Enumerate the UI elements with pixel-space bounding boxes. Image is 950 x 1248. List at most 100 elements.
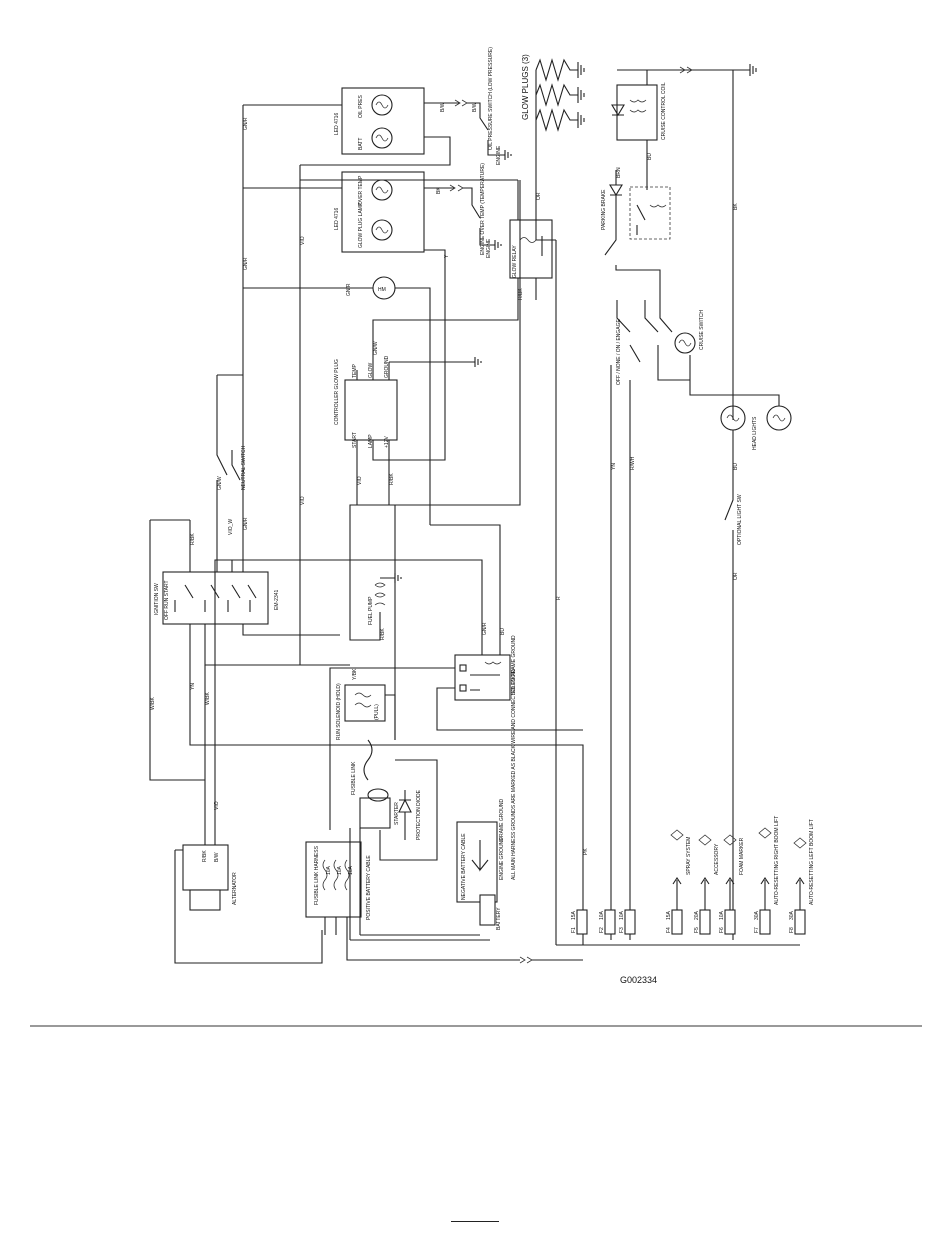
- engine-label-2: ENGINE: [486, 238, 492, 258]
- battery: NEGATIVE BATTERY CABLE ENGINE GROUND FRA…: [350, 635, 517, 941]
- starter-label: STARTER: [394, 802, 400, 825]
- cruise-control-coil-label: CRUISE CONTROL COIL: [661, 82, 667, 140]
- harness-fuse-3: 10A: [348, 865, 354, 875]
- wire-ybk-sol: Y/BK: [352, 668, 358, 680]
- wire-rbk-ign: R/BK: [190, 533, 196, 545]
- glow-plugs: GLOW PLUGS (3): [521, 54, 585, 240]
- wire-gnw: GN/W: [217, 476, 223, 490]
- fuse-f2-id: F2: [599, 927, 605, 933]
- wire-pk-bus: PK: [583, 848, 589, 855]
- fuel-pump-label: FUEL PUMP: [368, 596, 374, 625]
- hour-meter-label: HM: [378, 287, 386, 293]
- fuse-f8-rating: 30A: [789, 910, 795, 920]
- ctrl-glow: GLOW: [368, 362, 374, 378]
- fuse-f8: F8 30A AUTO-RESETTING LEFT BOOM LIFT: [789, 819, 815, 935]
- figure-code: G002334: [620, 975, 658, 985]
- wire-bu-cruise: BU: [647, 153, 653, 160]
- wire-vio-long: VIO: [300, 236, 306, 245]
- batt-label: BATT: [358, 138, 364, 150]
- ign-states: OFF RUN START: [164, 580, 170, 620]
- glow-plug-lamp-label: GLOW PLUG LAMP: [358, 202, 364, 248]
- frame-ground-label: FRAME GROUND: [499, 799, 505, 841]
- wire-gnr-hm: GN/R: [346, 283, 352, 296]
- fuse-f4-rating: 15A: [666, 910, 672, 920]
- wire-r-bus: R: [556, 596, 562, 600]
- fuse-f4-label: SPRAY SYSTEM: [686, 837, 692, 875]
- fuse-f6-rating: 10A: [719, 910, 725, 920]
- oil-press-switch-label: OIL PRESSURE SWITCH (LOW PRESSURE): [488, 47, 494, 150]
- solenoid-label: SOLENOID: [511, 669, 517, 695]
- wire-rwh-cruise: R/WH: [630, 456, 636, 470]
- glow-relay: GLOW RELAY R/BK OR: [300, 179, 553, 345]
- alternator-label: ALTERNATOR: [232, 872, 238, 905]
- fuse-f1: F1 15A: [571, 909, 588, 935]
- parking-brake-label: PARKING BRAKE: [601, 189, 607, 230]
- cruise-switch-label: CRUISE SWITCH: [699, 310, 705, 350]
- fuse-f6-label: FOAM MARKER: [739, 837, 745, 875]
- led-indicator-middle: LED 4716 OVER TEMP GLOW PLUG LAMP BK ENG…: [334, 163, 502, 290]
- wire-or-relay: OR: [536, 192, 542, 200]
- ctrl-ground: GROUND: [384, 355, 390, 378]
- wire-gnr-left: GN/R: [243, 117, 249, 130]
- wire-bu-hl: BU: [733, 463, 739, 470]
- fuse-f7: F7 30A AUTO-RESETTING RIGHT BOOM LIFT: [754, 816, 780, 935]
- fuse-f1-id: F1: [571, 927, 577, 933]
- ctrl-temp: TEMP: [352, 363, 358, 378]
- neutral-switch: NEUTRAL SWITCH GN/R GN/R GN/R GN/W VIO_W: [216, 104, 342, 560]
- oil-pres-label: OIL PRES: [358, 94, 364, 118]
- fuse-f8-id: F8: [789, 927, 795, 933]
- fuse-f6: F6 10A FOAM MARKER: [719, 834, 745, 935]
- head-lights: HEAD LIGHTS OPTIONAL LIGHT SW BU OR: [720, 394, 792, 940]
- wire-gnr-low: GN/R: [243, 517, 249, 530]
- over-temp-label: OVER TEMP: [358, 175, 364, 205]
- run-solenoid: RUN SOLENOID (HOLD) (PULL): [336, 683, 396, 740]
- fuse-f3: F3 10A: [619, 909, 636, 935]
- page-divider: [30, 1025, 922, 1027]
- starter: STARTER FUSIBLE LINK PROTECTION DIODE PO…: [349, 739, 438, 940]
- fuse-f5-rating: 20A: [694, 910, 700, 920]
- fuse-f6-id: F6: [719, 927, 725, 933]
- pull-label: (PULL): [374, 704, 380, 720]
- wire-rbk-alt: R/BK: [202, 850, 208, 862]
- harness-fuse-2: 10A: [337, 865, 343, 875]
- footer-rule: [451, 1221, 499, 1222]
- wire-bw-2: B/W: [472, 102, 478, 112]
- wire-y-1: Y: [444, 254, 450, 258]
- wire-gn-ctrl: GN/W: [373, 341, 379, 355]
- optional-light-sw-label: OPTIONAL LIGHT SW: [737, 494, 743, 545]
- controller-label: CONTROLLER GLOW PLUG: [334, 359, 340, 425]
- positive-battery-cable-label: POSITIVE BATTERY CABLE: [366, 855, 372, 920]
- negative-battery-cable-label: NEGATIVE BATTERY CABLE: [461, 833, 467, 900]
- fuse-f4-id: F4: [666, 927, 672, 933]
- fuse-f5-label: ACCESSORY: [714, 843, 720, 875]
- cruise-switch: CRUISE SWITCH OFF / NONE / ON / ENGAGE Y…: [610, 300, 733, 940]
- wire-gnr-sol: GN/R: [482, 622, 488, 635]
- fuse-f1-rating: 15A: [571, 910, 577, 920]
- wiring-schematic: GLOW PLUGS (3) LED 4716 OIL PRES BATT B/…: [149, 47, 815, 964]
- fusible-link-harness-label: FUSIBLE LINK HARNESS: [314, 845, 320, 905]
- battery-label: BATTERY: [496, 907, 502, 930]
- fuse-f8-label: AUTO-RESETTING LEFT BOOM LIFT: [809, 819, 815, 905]
- wire-rbk-left: W/BK: [150, 697, 156, 710]
- run-solenoid-label: RUN SOLENOID (HOLD): [336, 683, 342, 740]
- wire-vio-long2: VIO: [300, 496, 306, 505]
- glow-relay-label: GLOW RELAY: [512, 245, 518, 278]
- wire-bw-1: B/W: [440, 102, 446, 112]
- hour-meter: HM GN/R: [243, 276, 431, 525]
- fuse-f5: F5 20A ACCESSORY: [694, 834, 720, 935]
- misc-wires: VIO VIO: [299, 165, 396, 740]
- fuse-f3-id: F3: [619, 927, 625, 933]
- fuse-block: F1 15A F2 10A F3 10A F4 15A SPRAY SYSTEM…: [571, 816, 815, 935]
- fuse-f5-id: F5: [694, 927, 700, 933]
- wire-gnr-mid: GN/R: [243, 257, 249, 270]
- wire-bk-cruise: BK: [733, 203, 739, 210]
- alternator: ALTERNATOR B/W R/BK VIO: [174, 559, 323, 964]
- fuse-f7-id: F7: [754, 927, 760, 933]
- glow-plug-controller: CONTROLLER GLOW PLUG TEMP GLOW GROUND ST…: [334, 290, 482, 505]
- wire-pk-ign: YN: [190, 683, 196, 690]
- engine-over-temp-label: ENGINE OVER TEMP (TEMPERATURE): [480, 163, 486, 255]
- harness-fuse-1: 10A: [326, 865, 332, 875]
- glow-plugs-label: GLOW PLUGS (3): [521, 54, 530, 120]
- wire-bw-alt: B/W: [214, 852, 220, 862]
- solenoid: SOLENOID GN/R BU Y/BK: [243, 524, 583, 830]
